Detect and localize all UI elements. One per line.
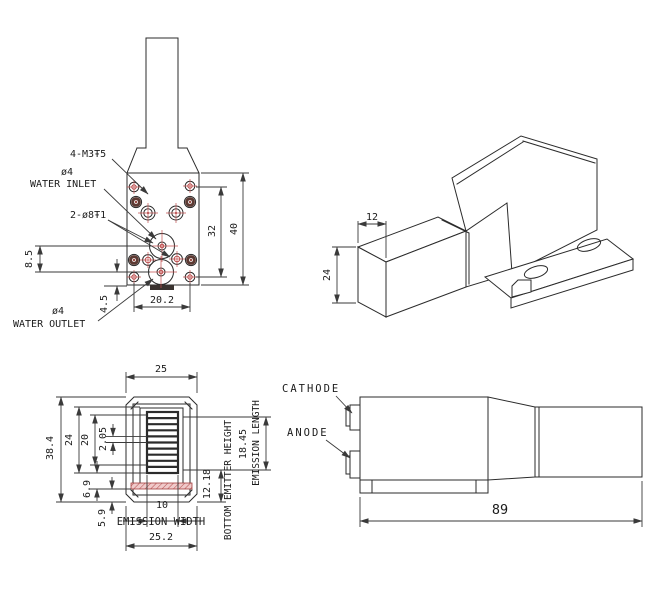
label-cathode: CATHODE — [282, 383, 340, 395]
dim-nozzle-width: 12 — [366, 212, 378, 223]
side-taper-lines — [487, 396, 540, 481]
iso-view: 12 24 — [322, 135, 635, 318]
label-emission-width: EMISSION WIDTH — [117, 516, 206, 528]
side-cathode-tab-lip — [345, 408, 351, 427]
dim-nozzle-height: 24 — [322, 269, 333, 281]
iso-mount-hole-near — [523, 265, 549, 279]
anode-leader — [325, 439, 351, 459]
dim-port-pitch: 8.5 — [24, 250, 35, 268]
iso-body-edges — [456, 140, 596, 274]
side-base-plate — [359, 479, 489, 494]
emitter-bars — [148, 417, 177, 468]
side-nozzle-outline — [534, 406, 643, 478]
cathode-leader — [335, 395, 353, 414]
dim-emission-length-value: 18.45 — [238, 429, 249, 459]
iso-dimensions: 12 24 — [322, 212, 387, 304]
iso-collar-line — [441, 219, 470, 285]
callout-thread-leader — [111, 158, 149, 195]
dim-hole-span-v: 32 — [207, 225, 218, 237]
callout-ports-leader-2 — [107, 219, 171, 258]
iso-flange-front — [510, 258, 634, 309]
label-anode: ANODE — [287, 427, 329, 439]
side-view: CATHODE ANODE 89 — [282, 383, 643, 527]
dim-bar-pitch: 2.05 — [98, 427, 109, 451]
front-callouts: 4-M3Ŧ5 ø4 WATER INLET 2-ø8Ŧ1 ø4 WATER OU… — [13, 149, 171, 330]
front-taper-lines — [126, 147, 200, 174]
dim-hole-span-h: 20.2 — [150, 295, 174, 306]
emitter-outer-outline — [125, 396, 198, 503]
callout-thread-label: 4-M3Ŧ5 — [70, 149, 106, 160]
side-base-ticks — [371, 479, 477, 494]
callout-inlet-label: WATER INLET — [30, 179, 96, 190]
emitter-corner-facets — [130, 401, 193, 498]
callout-ports-label: 2-ø8Ŧ1 — [70, 210, 106, 221]
emitter-inner-wall — [132, 403, 191, 496]
dim-overall-height: 38.4 — [45, 436, 56, 460]
callout-outlet-label: WATER OUTLET — [13, 319, 85, 330]
iso-main-body — [451, 135, 598, 288]
dim-body-height: 40 — [229, 223, 240, 235]
front-dimensions: 8.5 4.5 20.2 32 40 — [24, 172, 249, 313]
dim-outlet-to-base: 4.5 — [99, 295, 110, 313]
side-cathode-tab — [349, 404, 361, 431]
dim-top-width: 25 — [155, 364, 167, 375]
iso-foot-block — [511, 279, 532, 298]
label-bottom-emitter-height: BOTTOM EMITTER HEIGHT — [223, 420, 234, 540]
crosshair-holes — [138, 203, 186, 268]
iso-nozzle-side — [385, 230, 467, 318]
label-emission-length: EMISSION LENGTH — [251, 400, 262, 486]
callout-outlet-dia: ø4 — [52, 306, 64, 317]
dim-array-height: 20 — [80, 434, 91, 446]
callout-ports-leader-1 — [107, 219, 154, 244]
dark-holes — [127, 195, 198, 267]
bottom-emitter-strip — [130, 482, 193, 490]
callout-inlet-leader — [103, 188, 157, 240]
emitter-view: 25 38.4 24 20 2.05 6.9 5.9 — [45, 364, 271, 551]
emitter-dimensions: 25 38.4 24 20 2.05 6.9 5.9 — [45, 364, 271, 551]
front-view: 8.5 4.5 20.2 32 40 4-M3Ŧ5 ø4 WATER INLET… — [13, 37, 249, 330]
side-dimensions: 89 — [359, 481, 643, 527]
callout-outlet-leader — [97, 278, 154, 322]
dim-bottom-width: 25.2 — [149, 532, 173, 543]
front-stem-outline — [145, 37, 179, 149]
dim-emission-width-value: 10 — [156, 500, 168, 511]
dim-window-height: 24 — [64, 434, 75, 446]
dim-overall-length: 89 — [492, 502, 508, 518]
dim-bottom-emitter-value: 12.18 — [202, 469, 213, 499]
side-anode-tab-lip — [345, 455, 351, 475]
side-body-outline — [359, 396, 489, 481]
callout-inlet-dia: ø4 — [61, 167, 73, 178]
dim-base-margin: 5.9 — [97, 509, 108, 527]
dim-strip-gap: 6.9 — [82, 480, 93, 498]
iso-mount-hole-far — [576, 238, 602, 252]
side-anode-tab — [349, 450, 361, 479]
